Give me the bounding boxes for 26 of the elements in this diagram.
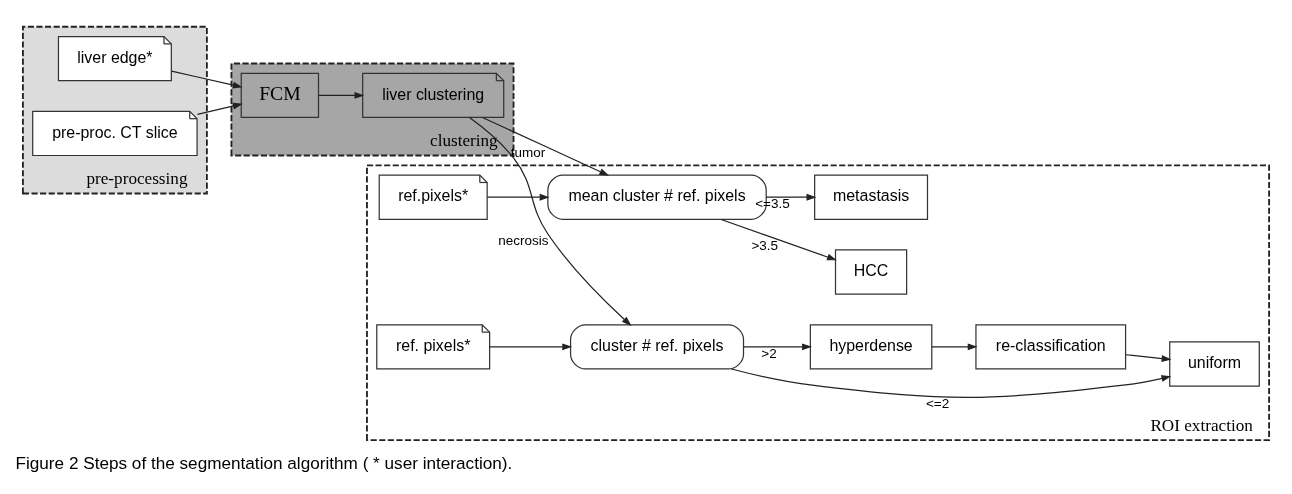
arrow: [730, 367, 1172, 398]
arrow: [481, 116, 610, 176]
node-box: hyperdense: [809, 323, 933, 370]
caption: Figure 2 Steps of the segmentation algorithm ( * user interaction).: [15, 452, 513, 473]
arrow: [931, 342, 978, 350]
node-box: FCM: [240, 72, 320, 118]
arrow: [489, 342, 573, 350]
arrow: [486, 193, 550, 201]
arrow: [171, 70, 243, 88]
edge-label: >2: [761, 345, 777, 361]
arrow: [720, 218, 837, 260]
arrow: [468, 116, 632, 326]
arrow: [196, 102, 243, 115]
node-box: cluster # ref. pixels: [569, 323, 745, 370]
node-box: metastasis: [814, 174, 929, 220]
edge-label: <=3.5: [755, 195, 790, 211]
node-box: HCC: [834, 248, 908, 295]
arrow: [765, 193, 817, 201]
edge-label: <=2: [925, 395, 950, 411]
edge-label: >3.5: [751, 237, 779, 253]
arrow: [743, 342, 812, 350]
arrow: [318, 91, 365, 99]
arrow: [1125, 353, 1172, 362]
node-box: uniform: [1169, 340, 1260, 387]
edge-label: necrosis: [498, 232, 549, 248]
node-box: re-classification: [975, 323, 1127, 370]
